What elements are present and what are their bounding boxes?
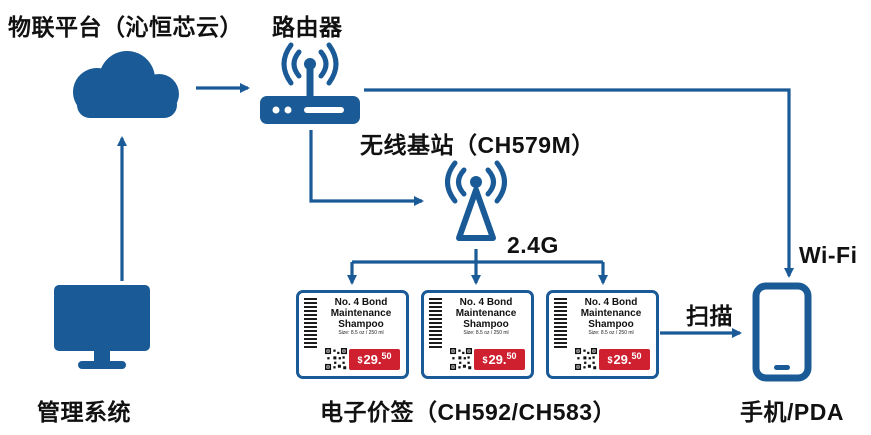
arrow-router-to-basestation [309,130,424,206]
esl-tag: No. 4 Bond Maintenance Shampoo Size: 8.5… [421,290,534,379]
price-currency: $ [607,354,613,365]
price-cents: 50 [506,351,517,361]
tag-title-line: No. 4 Bond [334,297,388,308]
scan-label: 扫描 [686,303,733,329]
cloud-icon [73,51,179,118]
tag-title-line: Maintenance [330,308,392,319]
base-station-label: 无线基站（CH579M） [360,132,595,158]
arrow-router-to-phone-wifi [364,88,794,278]
tag-title-line: No. 4 Bond [584,297,638,308]
price-currency: $ [482,354,488,365]
price-cents: 50 [381,351,392,361]
price-whole: 29. [363,352,382,367]
price-currency: $ [357,354,363,365]
tag-title-line: Shampoo [588,319,634,330]
price-whole: 29. [613,352,632,367]
phone-label: 手机/PDA [740,399,844,425]
base-station-icon [445,160,507,241]
price-whole: 29. [488,352,507,367]
monitor-icon [54,285,150,369]
esl-tag: No. 4 Bond Maintenance Shampoo Size: 8.5… [296,290,409,379]
wifi-label: Wi-Fi [799,242,858,268]
tag-title-line: Maintenance [455,308,517,319]
tag-title-line: Shampoo [463,319,509,330]
qr-code-icon [450,348,472,370]
qr-code-icon [325,348,347,370]
esl-label: 电子价签（CH592/CH583） [320,399,617,425]
tag-title-line: No. 4 Bond [459,297,513,308]
tag-title-line: Shampoo [338,319,384,330]
router-label: 路由器 [272,14,343,40]
tag-subtitle: Size: 8.5 oz / 250 ml [338,330,384,336]
price-badge: $29.50 [349,349,400,370]
price-badge: $29.50 [599,349,650,370]
tag-text: No. 4 Bond Maintenance Shampoo Size: 8.5… [319,297,403,337]
platform-label: 物联平台（沁恒芯云） [8,14,243,40]
price-cents: 50 [631,351,642,361]
barcode-icon [304,298,317,348]
phone-icon [752,282,812,382]
barcode-icon [554,298,567,348]
basestation-split-stem [352,249,603,264]
frequency-label: 2.4G [507,232,559,258]
barcode-icon [429,298,442,348]
tag-text: No. 4 Bond Maintenance Shampoo Size: 8.5… [569,297,653,337]
esl-tag: No. 4 Bond Maintenance Shampoo Size: 8.5… [546,290,659,379]
router-icon [260,42,360,124]
tag-text: No. 4 Bond Maintenance Shampoo Size: 8.5… [444,297,528,337]
price-badge: $29.50 [474,349,525,370]
qr-code-icon [575,348,597,370]
tag-subtitle: Size: 8.5 oz / 250 ml [463,330,509,336]
management-system-label: 管理系统 [37,399,131,425]
tag-title-line: Maintenance [580,308,642,319]
tag-subtitle: Size: 8.5 oz / 250 ml [588,330,634,336]
